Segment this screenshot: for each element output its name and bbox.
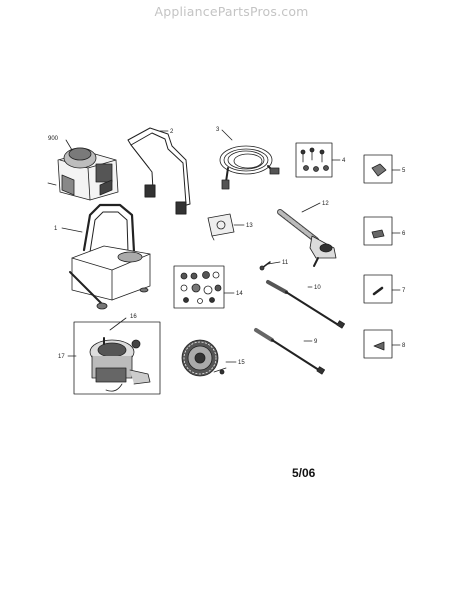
handle-part-2[interactable] bbox=[127, 127, 191, 215]
o-ring-part-11[interactable] bbox=[259, 261, 271, 271]
callout-7: 7 bbox=[402, 288, 406, 294]
spray-gun-part-12[interactable] bbox=[277, 209, 337, 267]
callout-16: 16 bbox=[130, 314, 137, 320]
hardware-kit-part-4[interactable] bbox=[295, 142, 333, 178]
callout-15: 15 bbox=[238, 360, 245, 366]
part-5-package[interactable] bbox=[363, 154, 393, 184]
frame-part-1[interactable] bbox=[69, 203, 151, 310]
callout-3: 3 bbox=[216, 127, 220, 133]
hose-part-3[interactable] bbox=[219, 145, 280, 190]
callout-8: 8 bbox=[402, 343, 406, 349]
callout-2: 2 bbox=[170, 129, 174, 135]
clip-part-13[interactable] bbox=[207, 213, 235, 241]
callout-11: 11 bbox=[282, 260, 289, 266]
lance-part-10[interactable] bbox=[266, 280, 346, 329]
part-6-package[interactable] bbox=[363, 216, 393, 246]
revision-date: 5/06 bbox=[292, 466, 316, 480]
callout-5: 5 bbox=[402, 168, 406, 174]
repair-kit-part-14[interactable] bbox=[173, 265, 225, 309]
callout-10: 10 bbox=[314, 285, 321, 291]
callout-4: 4 bbox=[342, 158, 346, 164]
extension-wand-part-9[interactable] bbox=[254, 328, 326, 375]
part-8-package[interactable] bbox=[363, 329, 393, 359]
callout-900: 900 bbox=[48, 136, 59, 142]
callout-1: 1 bbox=[54, 226, 58, 232]
engine-part-900[interactable] bbox=[47, 147, 119, 201]
callout-17: 17 bbox=[58, 354, 65, 360]
callout-9: 9 bbox=[314, 339, 318, 345]
part-7-package[interactable] bbox=[363, 274, 393, 304]
pump-part-17[interactable] bbox=[73, 321, 161, 395]
callout-6: 6 bbox=[402, 231, 406, 237]
callout-14: 14 bbox=[236, 291, 243, 297]
site-watermark: AppliancePartsPros.com bbox=[154, 4, 309, 19]
wheel-part-15[interactable] bbox=[181, 339, 227, 377]
callout-13: 13 bbox=[246, 223, 253, 229]
callout-12: 12 bbox=[322, 201, 329, 207]
